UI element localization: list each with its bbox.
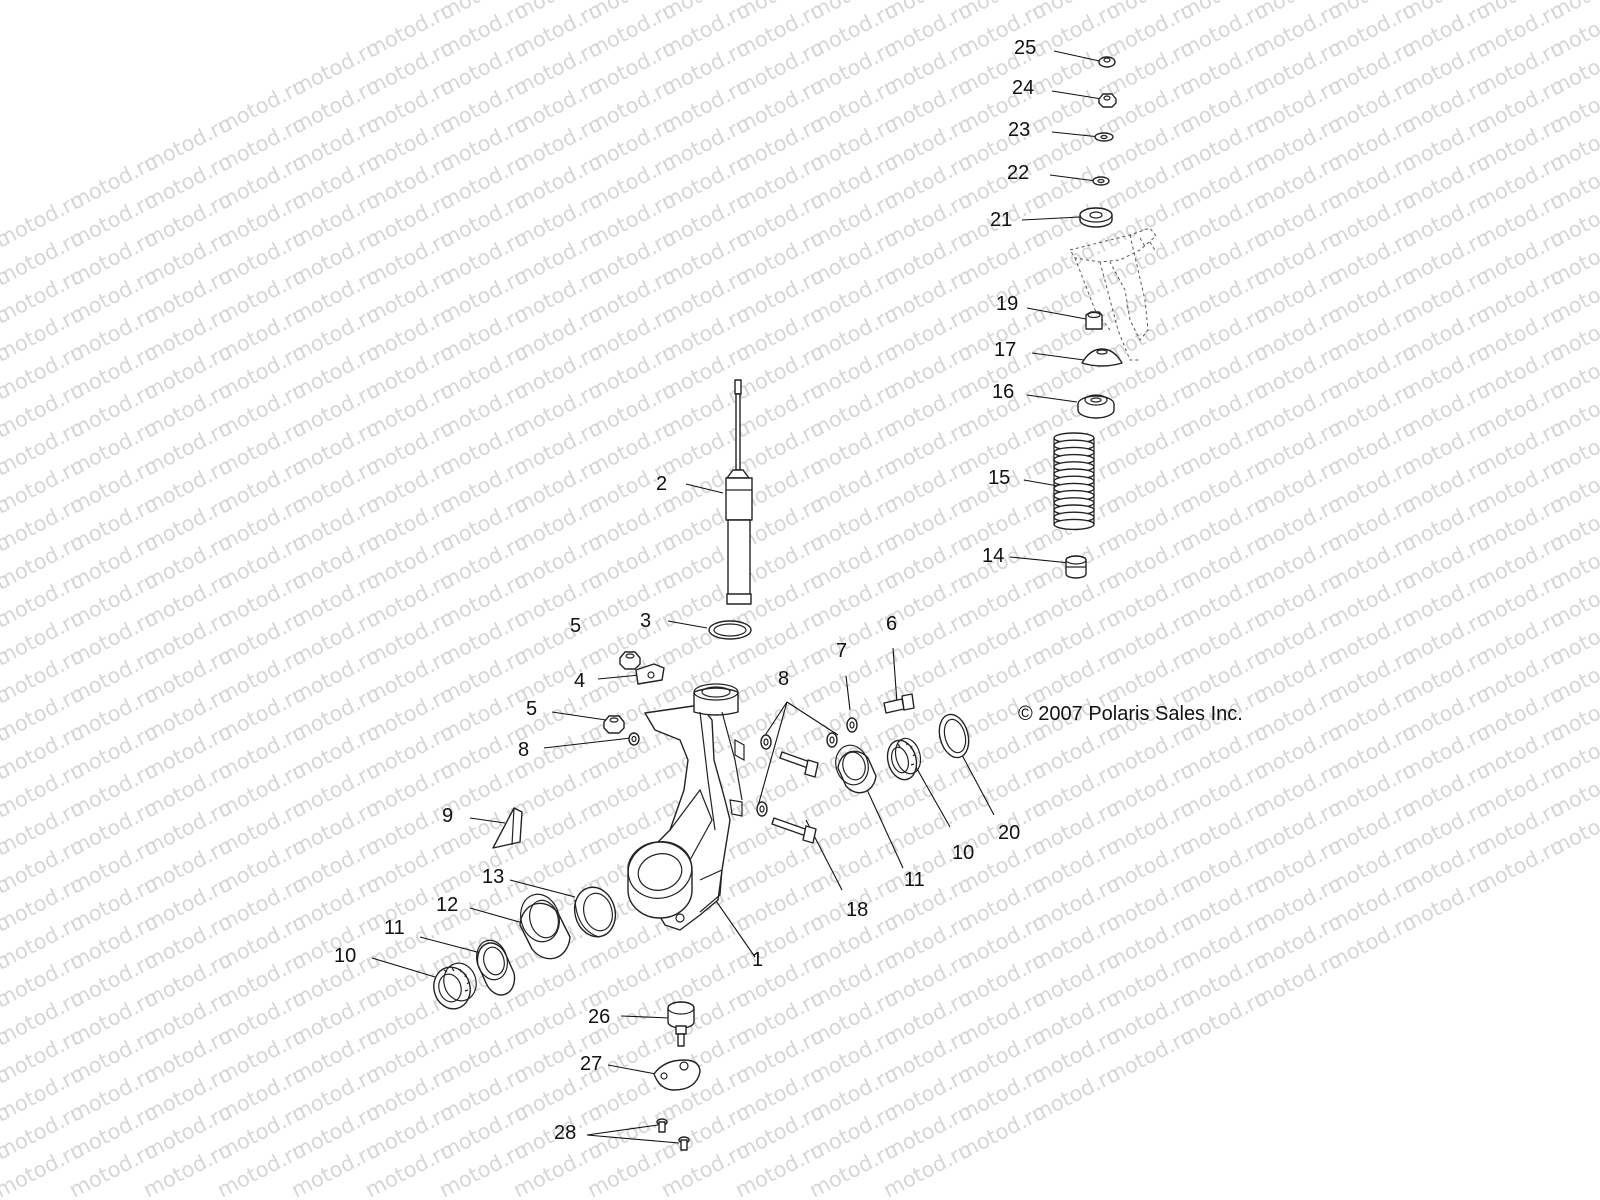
callout-10-left: 10 [334,945,357,967]
callout-22: 22 [1007,162,1030,184]
callout-14: 14 [982,545,1005,567]
bump-stop-14 [1065,555,1087,579]
callout-24: 24 [1012,77,1035,99]
spring-coil [1053,518,1095,531]
callout-8-right: 8 [778,668,790,690]
bearing-race-11-right [835,744,877,794]
callout-1: 1 [752,949,764,971]
seal-20 [938,713,970,759]
bearing-race-11-left [476,939,516,996]
callout-8-left: 8 [518,739,530,761]
strut-2 [725,379,753,605]
callout-23: 23 [1008,119,1031,141]
plate-4 [635,663,665,685]
callout-13: 13 [482,866,505,888]
callout-15: 15 [988,467,1011,489]
callout-19: 19 [996,293,1019,315]
callout-17: 17 [994,339,1017,361]
coil-spring-15 [1053,432,1095,531]
bolt-18 [771,817,817,844]
bolt-6 [883,693,915,714]
washer-8-lower [756,801,768,817]
bolt-upper [779,751,819,778]
callout-11-right: 11 [904,869,925,891]
washer-23 [1094,132,1114,142]
callout-28: 28 [554,1122,577,1144]
nut-5-lower [603,715,625,734]
washer-8-left [628,732,640,746]
callout-6: 6 [886,613,898,635]
spring-seat-17 [1081,348,1123,367]
ball-joint-26 [667,1001,695,1047]
nut-5-upper [619,651,641,670]
washer-7 [846,717,858,733]
top-nut-25 [1098,56,1116,68]
callout-27: 27 [580,1053,603,1075]
copyright-notice: © 2007 Polaris Sales Inc. [1018,703,1243,725]
wedge-9 [492,807,523,849]
callout-5-upper: 5 [570,615,582,637]
washer-8-right-upper [826,732,838,748]
callout-20: 20 [998,822,1021,844]
washer-22 [1092,176,1110,186]
callout-3: 3 [640,610,652,632]
screw-28-upper [656,1118,668,1133]
plate-27 [653,1059,701,1091]
screw-28-lower [678,1136,690,1151]
callout-4: 4 [574,670,586,692]
seal-13 [573,886,617,938]
callout-25: 25 [1014,37,1037,59]
callout-10-right: 10 [952,842,975,864]
bearing-10-left [433,962,477,1010]
spring-outline [1053,438,1095,525]
callout-16: 16 [992,381,1015,403]
callout-26: 26 [588,1006,611,1028]
callout-2: 2 [656,473,668,495]
upper-spring-seat-16 [1077,394,1115,419]
callout-7: 7 [836,640,848,662]
leader-lines [371,50,1105,1144]
callout-21: 21 [990,209,1013,231]
steering-knuckle-1 [627,683,745,931]
callout-5-lower: 5 [526,698,538,720]
o-ring-3 [708,620,752,640]
bearing-10-right [886,737,922,781]
bushing-19 [1085,311,1103,330]
ring-12 [519,893,571,960]
washer-8-middle [760,734,772,750]
callout-11-left: 11 [384,917,405,939]
callout-9: 9 [442,805,454,827]
callout-12: 12 [436,894,459,916]
frame-bracket-reference [1069,227,1157,361]
callout-18: 18 [846,899,869,921]
upper-mount-21 [1079,207,1113,228]
lock-nut-24 [1098,93,1117,108]
